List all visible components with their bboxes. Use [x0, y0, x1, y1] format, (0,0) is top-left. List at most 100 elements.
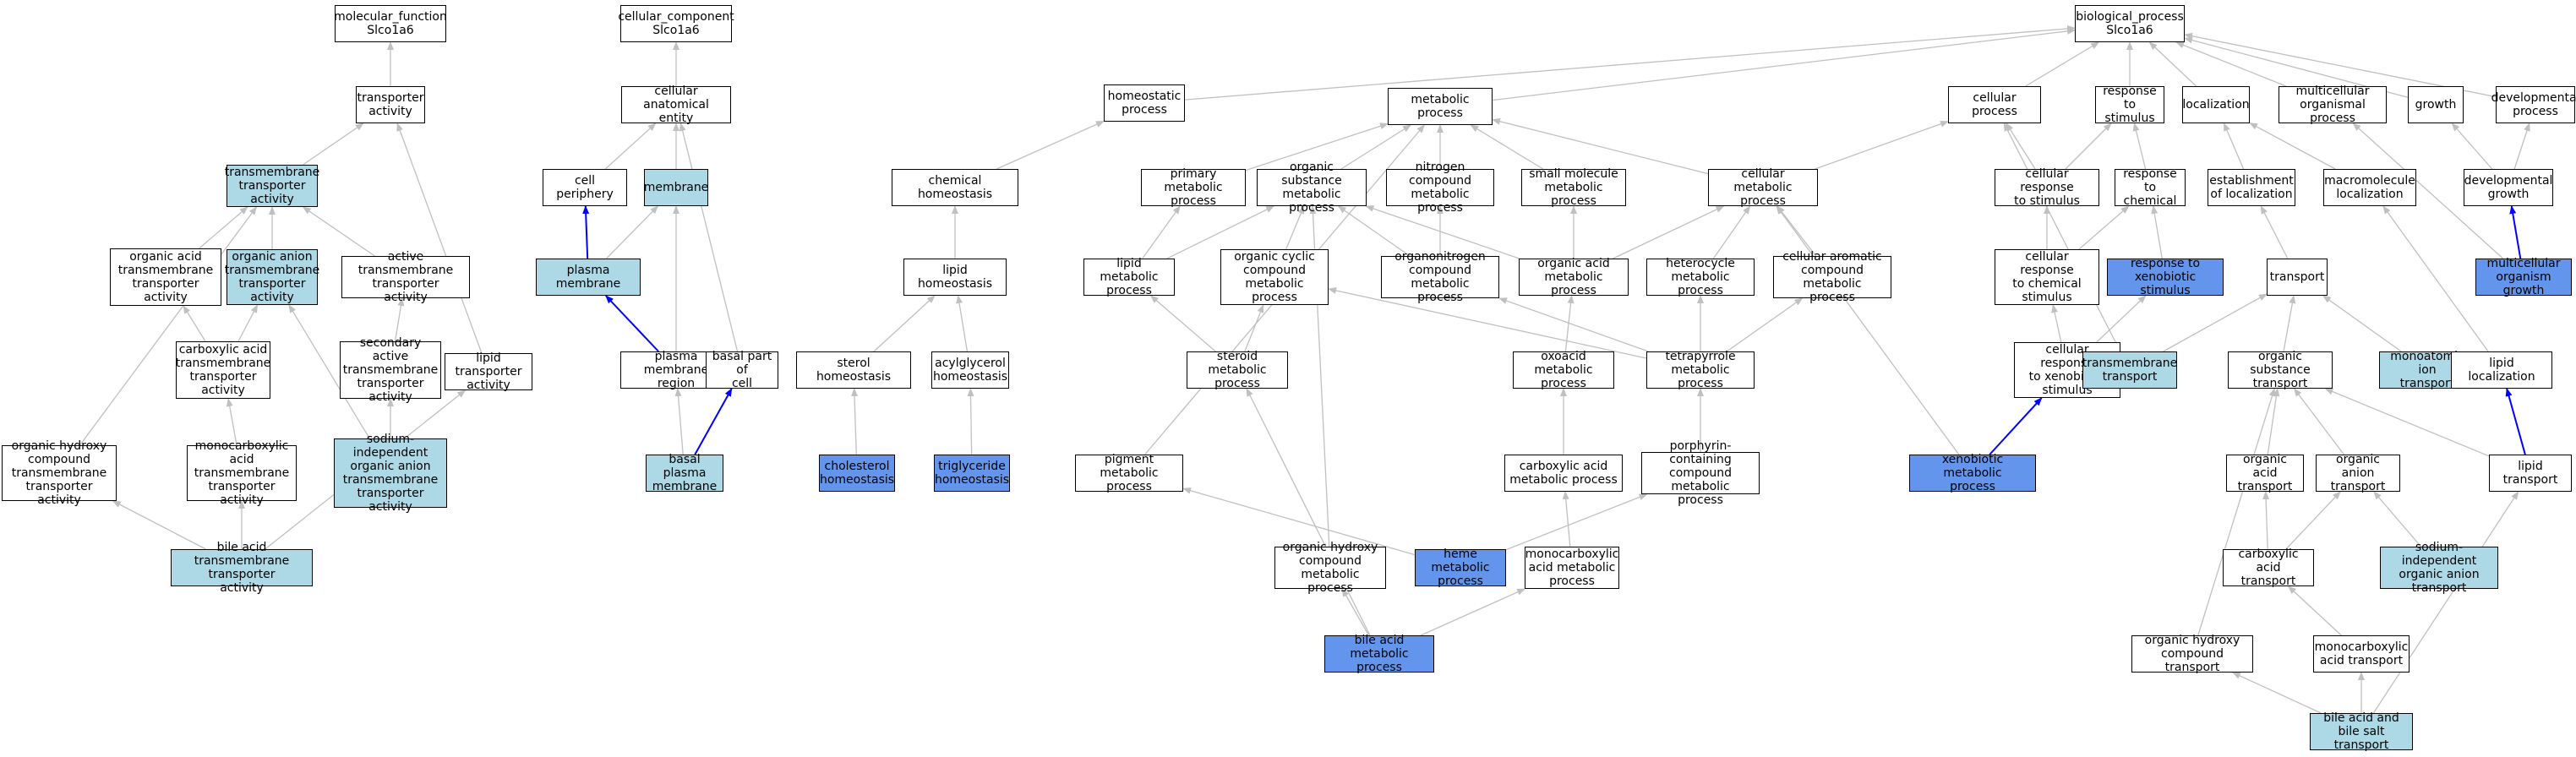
go-term-rtxs[interactable]: response to xenobiotic stimulus	[2107, 257, 2224, 297]
go-term-crts[interactable]: cellular response to stimulus	[1995, 167, 2099, 208]
go-term-lmp[interactable]: lipid metabolic process	[1083, 257, 1175, 297]
go-term-cat[interactable]: carboxylic acid transport	[2223, 547, 2314, 588]
go-term-pmp[interactable]: primary metabolic process	[1141, 167, 1246, 208]
go-term-mcop[interactable]: multicellular organismal process	[2279, 84, 2387, 125]
go-term-bp[interactable]: biological_process Slco1a6	[2075, 5, 2185, 42]
go-term-ch[interactable]: chemical homeostasis	[892, 169, 1018, 206]
edge-cata-to-oata	[183, 305, 206, 342]
edge-bamp-to-stmp	[1246, 388, 1371, 636]
go-term-rts[interactable]: response to stimulus	[2095, 84, 2164, 125]
go-term-cae[interactable]: cellular anatomical entity	[621, 84, 731, 125]
go-term-sata[interactable]: secondary active transmembrane transport…	[340, 336, 441, 404]
go-term-tpmp[interactable]: tetrapyrrole metabolic process	[1646, 350, 1755, 390]
edge-lt-to-ll	[2505, 388, 2526, 455]
edge-ost-to-trans	[2283, 295, 2296, 352]
go-term-trans[interactable]: transport	[2267, 259, 2328, 296]
go-term-rtc[interactable]: response to chemical	[2115, 167, 2186, 208]
go-term-oant[interactable]: organic anion transport	[2316, 453, 2400, 493]
go-term-acta[interactable]: active transmembrane transporter activit…	[341, 250, 470, 304]
go-term-cacmp[interactable]: cellular aromatic compound metabolic pro…	[1773, 250, 1891, 304]
go-term-tmt[interactable]: transmembrane transport	[2082, 351, 2177, 389]
go-term-cata[interactable]: carboxylic acid transmembrane transporte…	[175, 341, 271, 399]
go-term-mp[interactable]: metabolic process	[1388, 88, 1493, 125]
go-term-sh[interactable]: sterol homeostasis	[796, 351, 911, 389]
go-term-oxmp[interactable]: oxoacid metabolic process	[1513, 350, 1614, 390]
go-term-mcamp[interactable]: monocarboxylic acid metabolic process	[1525, 547, 1619, 589]
go-term-bamp[interactable]: bile acid metabolic process	[1324, 634, 1434, 674]
go-term-osmp[interactable]: organic substance metabolic process	[1257, 161, 1367, 215]
edge-loc-to-bp	[2148, 41, 2197, 87]
go-term-oat[interactable]: organic acid transport	[2226, 453, 2304, 493]
go-term-oanta[interactable]: organic anion transmembrane transporter …	[224, 249, 320, 305]
go-term-loc[interactable]: localization	[2182, 86, 2250, 123]
go-term-trih[interactable]: triglyceride homeostasis	[934, 455, 1010, 492]
go-term-hp[interactable]: homeostatic process	[1104, 84, 1185, 122]
edge-crtc-to-rtc	[2078, 205, 2130, 250]
go-term-pm[interactable]: plasma membrane	[536, 259, 641, 296]
go-term-cp[interactable]: cell periphery	[543, 169, 627, 206]
go-term-devp[interactable]: developmental process	[2491, 86, 2576, 123]
edge-hcmp-to-cmp	[1712, 205, 1751, 259]
go-term-cmp[interactable]: cellular metabolic process	[1708, 167, 1818, 208]
go-term-oncmp[interactable]: organonitrogen compound metabolic proces…	[1381, 250, 1499, 304]
go-term-pcmp[interactable]: porphyrin-containing compound metabolic …	[1641, 439, 1760, 507]
go-term-devg[interactable]: developmental growth	[2464, 169, 2553, 206]
go-term-bata[interactable]: bile acid transmembrane transporter acti…	[171, 541, 313, 595]
go-term-mog[interactable]: multicellular organism growth	[2475, 257, 2572, 297]
go-term-tmta[interactable]: transmembrane transporter activity	[224, 165, 320, 207]
go-term-xmp[interactable]: xenobiotic metabolic process	[1909, 453, 2036, 493]
edge-xmp-to-crtx	[1989, 397, 2043, 455]
go-term-lh[interactable]: lipid homeostasis	[903, 259, 1007, 296]
go-term-cc[interactable]: cellular_component Slco1a6	[618, 5, 734, 42]
go-term-lta[interactable]: lipid transporter activity	[445, 351, 532, 392]
go-term-mcata[interactable]: monocarboxylic acid transmembrane transp…	[187, 439, 297, 507]
go-term-ohcmp[interactable]: organic hydroxy compound metabolic proce…	[1274, 541, 1386, 595]
go-term-ll[interactable]: lipid localization	[2451, 351, 2552, 389]
edge-cacmp-to-cmp	[1776, 205, 1817, 257]
go-term-mcat[interactable]: monocarboxylic acid transport	[2313, 635, 2410, 673]
edge-bamp-to-ohcmp	[1341, 588, 1370, 636]
go-term-eol[interactable]: establishment of localization	[2208, 169, 2295, 206]
go-term-mf[interactable]: molecular_function Slco1a6	[334, 5, 447, 42]
go-term-bpc[interactable]: basal part of cell	[706, 350, 778, 390]
go-term-cellp[interactable]: cellular process	[1948, 86, 2041, 123]
go-term-hcmp[interactable]: heterocycle metabolic process	[1646, 257, 1755, 297]
edge-crts-to-cellp	[2006, 123, 2036, 170]
go-term-stmp[interactable]: steroid metabolic process	[1187, 350, 1288, 390]
go-term-hmp[interactable]: heme metabolic process	[1415, 547, 1506, 588]
edge-xmp-to-cmp	[1776, 205, 1960, 455]
go-term-bpm[interactable]: basal plasma membrane	[646, 453, 723, 493]
go-term-ost[interactable]: organic substance transport	[2228, 350, 2333, 390]
go-term-ohct[interactable]: organic hydroxy compound transport	[2131, 634, 2253, 674]
go-term-oata[interactable]: organic acid transmembrane transporter a…	[110, 248, 221, 306]
go-term-crtc[interactable]: cellular response to chemical stimulus	[1995, 249, 2099, 305]
go-term-pgmp[interactable]: pigment metabolic process	[1075, 453, 1183, 493]
go-term-camp[interactable]: carboxylic acid metabolic process	[1504, 455, 1623, 492]
go-term-agh[interactable]: acylglycerol homeostasis	[931, 351, 1009, 389]
go-term-ncmp[interactable]: nitrogen compound metabolic process	[1386, 161, 1494, 215]
edge-mcat-to-cat	[2287, 585, 2342, 636]
go-term-gro[interactable]: growth	[2408, 86, 2464, 123]
go-term-lt[interactable]: lipid transport	[2489, 455, 2572, 492]
go-term-oamp[interactable]: organic acid metabolic process	[1519, 257, 1629, 297]
go-term-mem[interactable]: membrane	[644, 169, 708, 206]
edge-hmp-to-pcmp	[1505, 493, 1648, 551]
go-term-ohcta[interactable]: organic hydroxy compound transmembrane t…	[2, 439, 117, 507]
edge-sioat-to-oant	[2373, 491, 2422, 547]
edge-tmta-to-ta	[303, 123, 364, 166]
edge-cata-to-oanta	[237, 304, 259, 342]
edge-tmt-to-trans	[2163, 293, 2268, 352]
go-term-smmp[interactable]: small molecule metabolic process	[1521, 167, 1626, 208]
go-term-mml[interactable]: macromolecule localization	[2323, 169, 2416, 206]
edge-oamp-to-cmp	[1613, 205, 1725, 259]
go-term-sioata[interactable]: sodium-independent organic anion transme…	[334, 433, 447, 514]
go-term-ta[interactable]: transporter activity	[356, 86, 425, 123]
edge-oant-to-ost	[2293, 388, 2344, 455]
go-term-sioat[interactable]: sodium-independent organic anion transpo…	[2380, 541, 2498, 595]
edge-pm-to-cp	[582, 205, 590, 259]
go-term-choh[interactable]: cholesterol homeostasis	[819, 455, 895, 492]
edge-bpm-to-bpc	[694, 388, 733, 455]
go-term-babst[interactable]: bile acid and bile salt transport	[2310, 711, 2413, 752]
go-term-occmp[interactable]: organic cyclic compound metabolic proces…	[1220, 249, 1329, 305]
edge-lmp-to-osmp	[1166, 205, 1275, 259]
